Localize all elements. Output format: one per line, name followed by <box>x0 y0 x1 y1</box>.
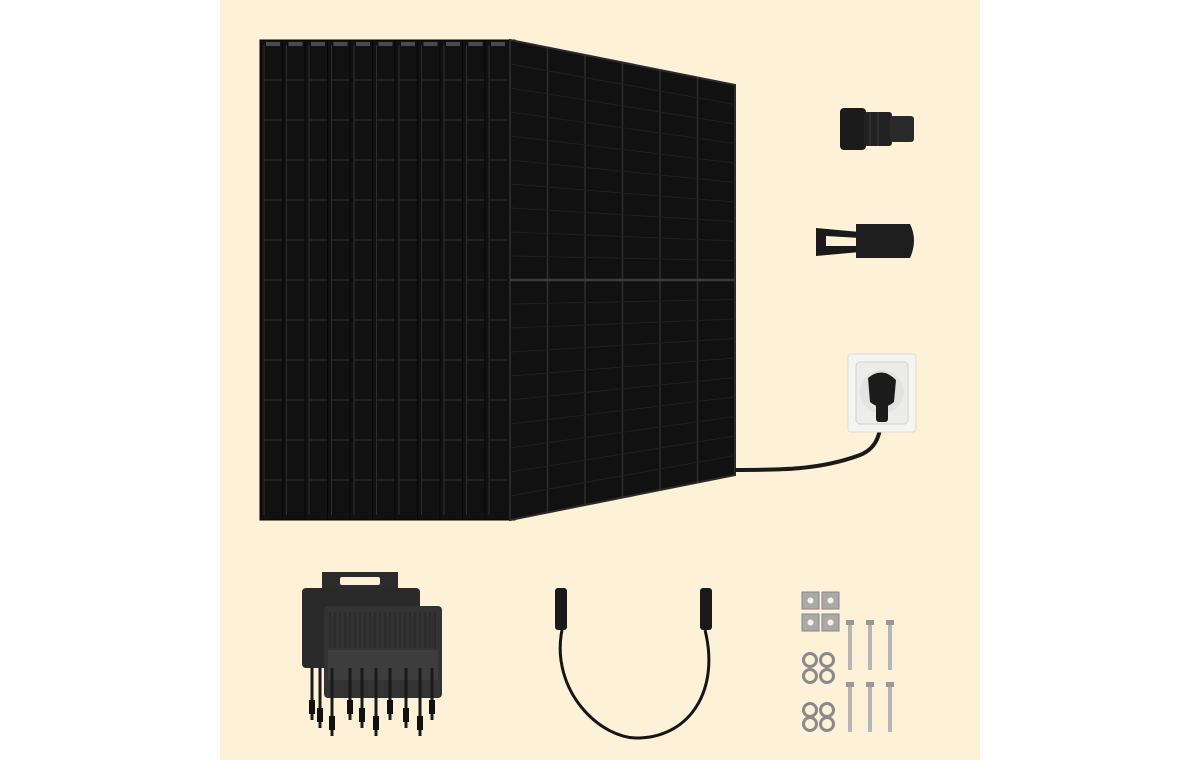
bolt <box>886 620 894 670</box>
unlock-tool-icon <box>816 224 914 258</box>
cable-gland-icon <box>840 108 914 150</box>
power-socket-icon <box>847 353 917 433</box>
cable-icon <box>555 588 712 740</box>
product-image-background <box>220 0 980 760</box>
nut <box>819 652 835 668</box>
solar-panels <box>259 38 736 522</box>
bolt <box>886 682 894 732</box>
washer-plate <box>801 591 820 610</box>
microinverter-icon <box>302 572 442 736</box>
nut <box>819 716 835 732</box>
nut <box>819 668 835 684</box>
washer-plate <box>801 613 820 632</box>
bolt <box>846 682 854 732</box>
bolt <box>866 682 874 732</box>
nut <box>802 652 818 668</box>
solar-panel-front <box>509 38 736 522</box>
bolt <box>846 620 854 670</box>
solar-kit-product-photo <box>220 0 980 760</box>
nut <box>802 668 818 684</box>
bolt <box>866 620 874 670</box>
bolts-icon <box>801 591 894 732</box>
nut <box>802 716 818 732</box>
washer-plate <box>821 591 840 610</box>
washer-plate <box>821 613 840 632</box>
